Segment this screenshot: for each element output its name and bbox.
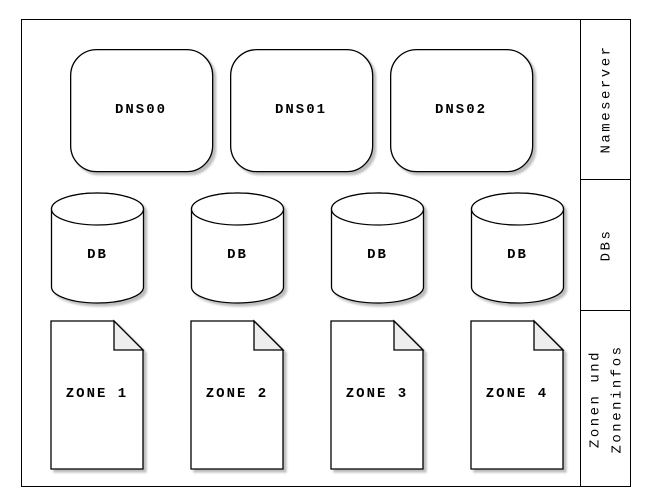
- rounded-rect-icon: [389, 48, 534, 173]
- dns-node-shape: [69, 48, 215, 174]
- dns-node-shape: [229, 48, 375, 174]
- zone-node-shape: [470, 319, 566, 472]
- db-node-shape: [330, 192, 426, 305]
- zone-node-label: ZONE 1: [65, 386, 129, 402]
- db-node-label: DB: [507, 247, 528, 263]
- zone-node-shape: [330, 319, 426, 472]
- db-node-label: DB: [367, 247, 388, 263]
- database-cylinder-icon: [50, 192, 145, 304]
- rounded-rect-icon: [69, 48, 214, 173]
- db-node-shape: [50, 192, 146, 305]
- zone-node-label: ZONE 3: [345, 386, 409, 402]
- row-group-sidebar: Nameserver DBs Zonen und Zoneninfos: [580, 19, 631, 487]
- document-icon: [190, 319, 285, 470]
- zone-node-shape: [190, 319, 286, 472]
- document-icon: [330, 319, 425, 470]
- sidebar-section-label: Nameserver: [598, 44, 615, 154]
- sidebar-section-label: Zonen und Zoneninfos: [587, 344, 626, 454]
- sidebar-section-zones: Zonen und Zoneninfos: [581, 311, 631, 487]
- sidebar-section-label: DBs: [598, 228, 614, 262]
- database-cylinder-icon: [330, 192, 425, 304]
- database-cylinder-icon: [190, 192, 285, 304]
- dns-node-label: DNS02: [434, 102, 487, 118]
- db-node-shape: [470, 192, 566, 305]
- sidebar-section-nameserver: Nameserver: [581, 19, 631, 180]
- zone-node-shape: [50, 319, 146, 472]
- db-node-shape: [190, 192, 286, 305]
- dns-node-shape: [389, 48, 535, 174]
- document-icon: [50, 319, 145, 470]
- database-cylinder-icon: [470, 192, 565, 304]
- dns-node-label: DNS01: [274, 102, 327, 118]
- db-node-label: DB: [227, 247, 248, 263]
- db-node-label: DB: [87, 247, 108, 263]
- dns-node-label: DNS00: [114, 102, 167, 118]
- diagram-outer-border: [21, 19, 631, 487]
- rounded-rect-icon: [229, 48, 374, 173]
- zone-node-label: ZONE 2: [205, 386, 269, 402]
- document-icon: [470, 319, 565, 470]
- zone-node-label: ZONE 4: [485, 386, 549, 402]
- sidebar-section-dbs: DBs: [581, 180, 631, 311]
